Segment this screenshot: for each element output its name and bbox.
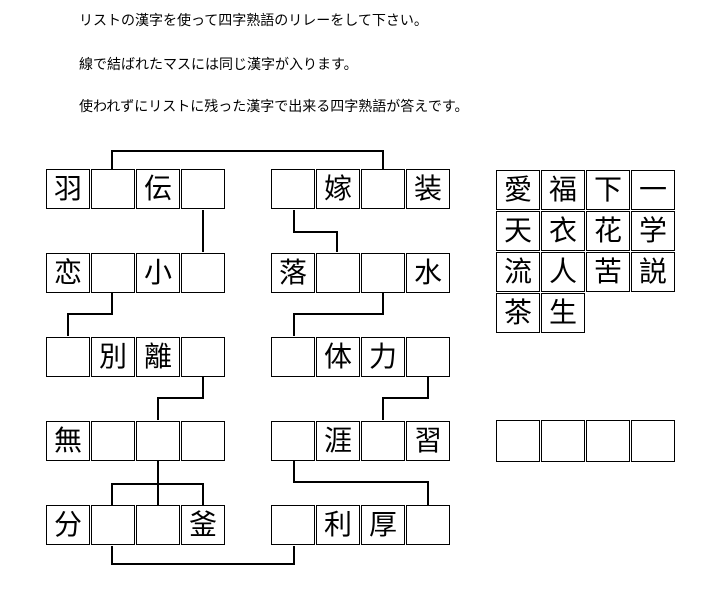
right-cell-r2-c4[interactable]: 水: [406, 253, 450, 293]
instruction-line-3: 使われずにリストに残った漢字で出来る四字熟語が答えです。: [79, 99, 469, 115]
kanji-list-cell-r3-c1[interactable]: 流: [496, 252, 540, 292]
kanji-list-cell-r3-c2[interactable]: 人: [541, 252, 585, 292]
kanji-list-cell-r1-c4[interactable]: 一: [631, 170, 675, 210]
right-cell-r3-c2[interactable]: 体: [316, 337, 360, 377]
left-cell-r4-c1[interactable]: 無: [46, 421, 90, 461]
kanji-list-cell-r1-c3[interactable]: 下: [586, 170, 630, 210]
right-cell-r5-c4[interactable]: [406, 505, 450, 545]
answer-cell-2[interactable]: [541, 420, 585, 462]
right-cell-r1-c1[interactable]: [271, 169, 315, 209]
left-cell-r1-c4[interactable]: [181, 169, 225, 209]
left-cell-r2-c4[interactable]: [181, 253, 225, 293]
left-cell-r3-c2[interactable]: 別: [91, 337, 135, 377]
answer-cell-3[interactable]: [586, 420, 630, 462]
kanji-list-cell-r3-c3[interactable]: 苦: [586, 252, 630, 292]
left-cell-r2-c1[interactable]: 恋: [46, 253, 90, 293]
right-cell-r4-c1[interactable]: [271, 421, 315, 461]
answer-cell-1[interactable]: [496, 420, 540, 462]
right-cell-r4-c2[interactable]: 涯: [316, 421, 360, 461]
kanji-list-cell-r2-c3[interactable]: 花: [586, 211, 630, 251]
left-cell-r4-c4[interactable]: [181, 421, 225, 461]
right-cell-r5-c3[interactable]: 厚: [361, 505, 405, 545]
left-cell-r2-c3[interactable]: 小: [136, 253, 180, 293]
left-cell-r3-c1[interactable]: [46, 337, 90, 377]
left-cell-r5-c2[interactable]: [91, 505, 135, 545]
right-cell-r4-c3[interactable]: [361, 421, 405, 461]
kanji-list-cell-r3-c4[interactable]: 説: [631, 252, 675, 292]
left-cell-r5-c4[interactable]: 釜: [181, 505, 225, 545]
right-cell-r1-c2[interactable]: 嫁: [316, 169, 360, 209]
right-cell-r2-c2[interactable]: [316, 253, 360, 293]
kanji-list-cell-r4-c1[interactable]: 茶: [496, 293, 540, 333]
left-cell-r1-c2[interactable]: [91, 169, 135, 209]
kanji-list-cell-r4-c2[interactable]: 生: [541, 293, 585, 333]
instruction-line-2: 線で結ばれたマスには同じ漢字が入ります。: [79, 57, 358, 73]
answer-cell-4[interactable]: [631, 420, 675, 462]
right-cell-r2-c3[interactable]: [361, 253, 405, 293]
kanji-list-cell-r2-c1[interactable]: 天: [496, 211, 540, 251]
right-cell-r3-c3[interactable]: 力: [361, 337, 405, 377]
left-cell-r5-c1[interactable]: 分: [46, 505, 90, 545]
right-cell-r3-c1[interactable]: [271, 337, 315, 377]
instruction-line-1: リストの漢字を使って四字熟語のリレーをして下さい。: [79, 13, 428, 29]
right-cell-r5-c1[interactable]: [271, 505, 315, 545]
right-cell-r2-c1[interactable]: 落: [271, 253, 315, 293]
left-cell-r1-c1[interactable]: 羽: [46, 169, 90, 209]
right-cell-r4-c4[interactable]: 習: [406, 421, 450, 461]
left-cell-r2-c2[interactable]: [91, 253, 135, 293]
kanji-list-cell-r2-c4[interactable]: 学: [631, 211, 675, 251]
left-cell-r3-c4[interactable]: [181, 337, 225, 377]
left-cell-r4-c3[interactable]: [136, 421, 180, 461]
right-cell-r1-c3[interactable]: [361, 169, 405, 209]
left-cell-r3-c3[interactable]: 離: [136, 337, 180, 377]
right-cell-r5-c2[interactable]: 利: [316, 505, 360, 545]
right-cell-r3-c4[interactable]: [406, 337, 450, 377]
kanji-list-cell-r1-c2[interactable]: 福: [541, 170, 585, 210]
left-cell-r5-c3[interactable]: [136, 505, 180, 545]
left-cell-r4-c2[interactable]: [91, 421, 135, 461]
left-cell-r1-c3[interactable]: 伝: [136, 169, 180, 209]
kanji-list-cell-r2-c2[interactable]: 衣: [541, 211, 585, 251]
kanji-list-cell-r1-c1[interactable]: 愛: [496, 170, 540, 210]
right-cell-r1-c4[interactable]: 装: [406, 169, 450, 209]
